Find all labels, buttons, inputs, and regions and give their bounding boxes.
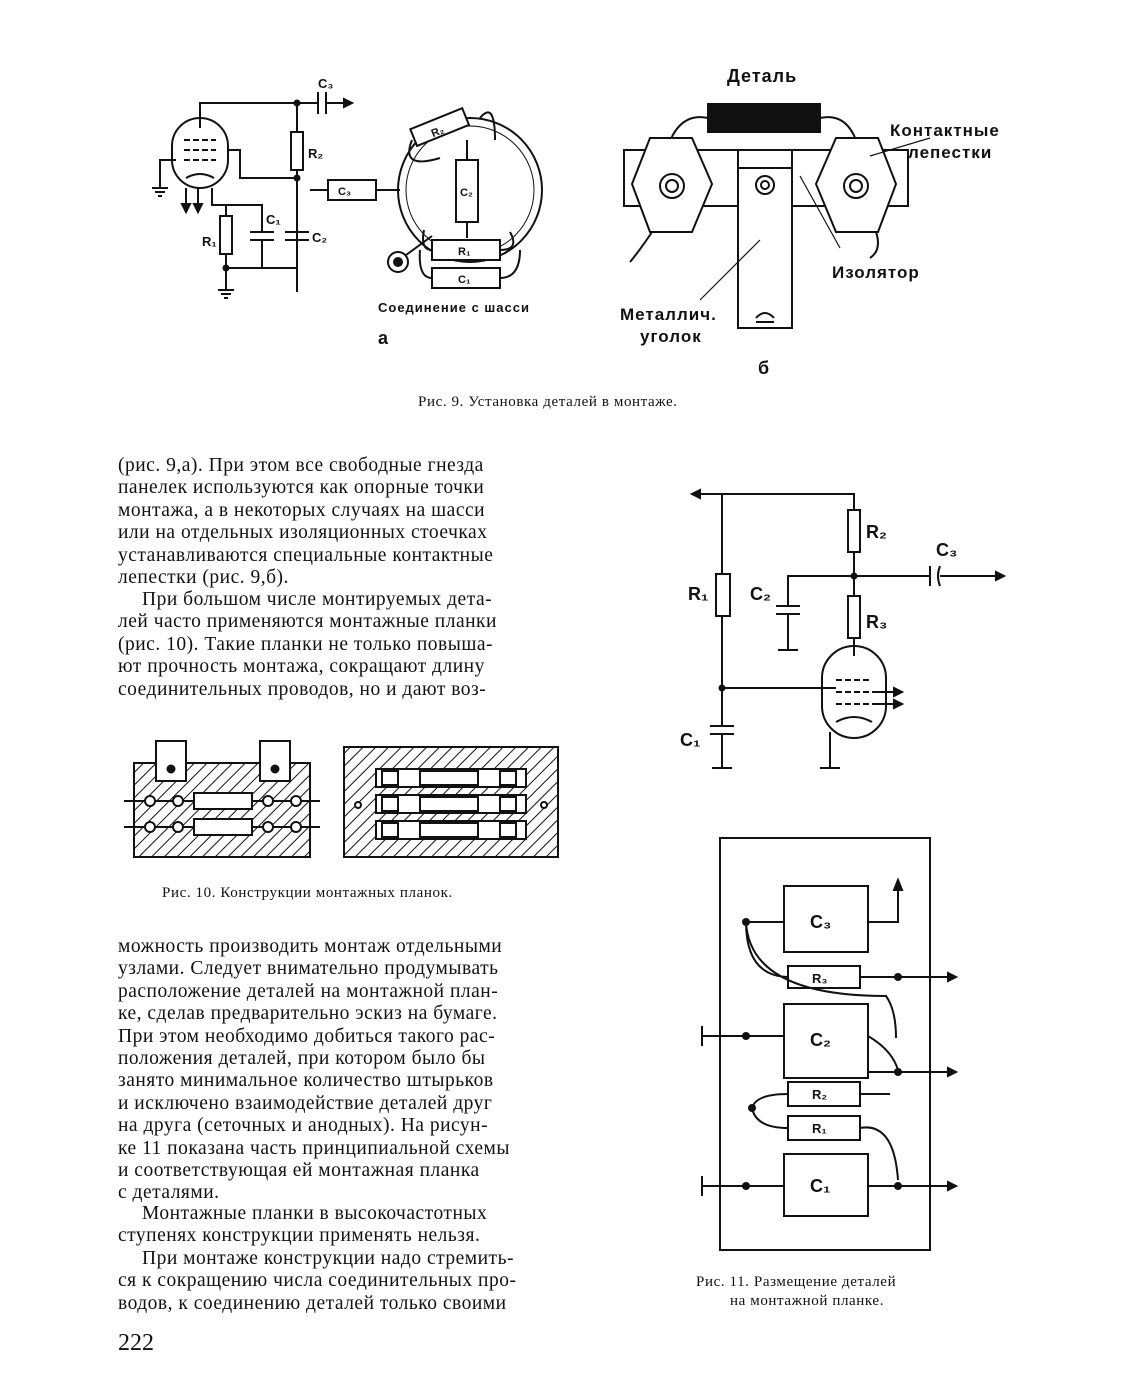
figure-11-schematic: R₁ C₂ R₂ R₃ C₃ C₁ [680, 488, 1007, 769]
text-line: При этом необходимо добиться такого рас- [118, 1025, 496, 1047]
label-lugs-1: Контактные [890, 121, 1000, 140]
board-label-r3: R₃ [812, 971, 827, 986]
mounting-strip-2 [343, 746, 559, 858]
label-r2: R₂ [308, 146, 323, 161]
paragraph-3: можность производить монтаж отдельными у… [118, 936, 573, 1205]
page-number: 222 [118, 1330, 154, 1356]
part-label-c2: C₂ [460, 187, 473, 199]
sch-label-c3: C₃ [936, 540, 957, 560]
board-label-c3: C₃ [810, 912, 831, 932]
label-bracket-2: уголок [640, 327, 702, 346]
part-label-r1: R₁ [458, 246, 471, 258]
label-r1: R₁ [202, 234, 217, 249]
sch-label-r2: R₂ [866, 522, 887, 542]
lug-left [630, 137, 714, 233]
metal-bracket [737, 151, 793, 329]
text-line: (рис. 10). Такие планки не только повыша… [118, 633, 494, 655]
text-line: ют прочность монтажа, сокращают длину [118, 656, 485, 678]
text-line: ступенях конструкции применять нельзя. [118, 1225, 481, 1247]
sch-label-r3: R₃ [866, 612, 887, 632]
r3-resistor [847, 595, 861, 639]
text-line: ке 11 показана часть принципиальной схем… [118, 1137, 510, 1159]
text-line: (рис. 9,а). При этом все свободные гнезд… [118, 455, 484, 476]
sch-label-c2: C₂ [750, 584, 771, 604]
figure-11-board: C₃ R₃ C₂ R₂ R₁ C₁ [701, 837, 959, 1251]
paragraph-1: (рис. 9,а). При этом все свободные гнезд… [118, 455, 573, 589]
board-c2 [783, 1003, 869, 1079]
mounting-strip-1 [124, 740, 320, 858]
fig9b-drawing [623, 103, 931, 329]
r1-resistor [715, 573, 731, 617]
paragraph-5: При монтаже конструкции надо стремить- с… [118, 1248, 573, 1315]
text-line: ке, сделав предварительно эскиз на бумаг… [118, 1003, 498, 1025]
label-lugs-2: лепестки [908, 143, 992, 162]
r2-part [408, 106, 471, 148]
lug-right [814, 137, 898, 233]
fig11-caption-line2: на монтажной планке. [730, 1293, 885, 1309]
text-line: узлами. Следует внимательно продумывать [118, 958, 499, 980]
sch-label-r1: R₁ [688, 584, 708, 604]
chassis-connection-label: Соединение с шасси [378, 300, 530, 315]
label-bracket-1: Металлич. [620, 305, 717, 324]
part-label-r2: R₂ [430, 124, 446, 140]
text-line: устанавливаются специальные контактные [118, 544, 494, 566]
text-line: монтажа, а в некоторых случаях на шасси [118, 499, 486, 521]
fig9a-socket [310, 106, 543, 289]
part-body [707, 103, 821, 133]
text-line: Монтажные планки в высокочастотных [142, 1203, 488, 1224]
label-insulator: Изолятор [832, 263, 920, 282]
chassis-lug [387, 251, 409, 273]
part-label-c3: C₃ [338, 186, 351, 198]
text-line: положения деталей, при котором было бы [118, 1048, 486, 1070]
text-line: с деталями. [118, 1182, 220, 1204]
paragraph-4: Монтажные планки в высокочастотных ступе… [118, 1203, 573, 1248]
c3-part [327, 179, 377, 201]
fig10-caption: Рис. 10. Конструкции монтажных планок. [162, 885, 453, 901]
text-line: панелек используются как опорные точки [118, 477, 485, 499]
text-line: лей часто применяются монтажные планки [118, 611, 497, 633]
fig9a-schematic [152, 92, 355, 299]
board-label-c2: C₂ [810, 1030, 831, 1050]
fig9a-labels: C₃ R₂ C₁ C₂ R₁ C₃ C₂ R₂ R₁ C₁ Соединение… [202, 76, 530, 348]
fig9a-sublabel: а [378, 328, 389, 348]
board-label-r1: R₁ [812, 1121, 827, 1136]
text-line: При монтаже конструкции надо стремить- [142, 1248, 514, 1269]
text-line: соединительных проводов, но и дают воз- [118, 678, 487, 700]
figure-9: C₃ R₂ C₁ C₂ R₁ C₃ C₂ R₂ R₁ C₁ Соединение… [152, 66, 1000, 378]
r2-resistor [847, 509, 861, 553]
mounting-board [719, 837, 931, 1251]
text-line: занято минимальное количество штырьков [118, 1070, 494, 1092]
fig11-caption-line1: Рис. 11. Размещение деталей [696, 1274, 897, 1290]
label-part: Деталь [727, 66, 797, 86]
vacuum-tube [171, 117, 229, 189]
text-line: При большом числе монтируемых дета- [142, 589, 493, 610]
text-line: или на отдельных изоляционных стоечках [118, 522, 488, 544]
board-label-c1: C₁ [810, 1176, 830, 1196]
text-line: и исключено взаимодействие деталей друг [118, 1092, 493, 1114]
text-line: ся к сокращению числа соединительных про… [118, 1270, 517, 1292]
fig9b-labels: Деталь Контактные лепестки Изолятор Мета… [620, 66, 1000, 378]
text-line: водов, к соединению деталей только своим… [118, 1292, 507, 1314]
figure-10 [124, 740, 559, 858]
text-line: расположение деталей на монтажной план- [118, 980, 499, 1002]
text-line: на друга (сеточных и анодных). На рисун- [118, 1115, 489, 1137]
fig9b-sublabel: б [758, 358, 769, 378]
text-line: можность производить монтаж отдельными [118, 936, 503, 957]
fig9-caption: Рис. 9. Установка деталей в монтаже. [418, 394, 678, 410]
label-c3: C₃ [318, 76, 333, 91]
label-c1: C₁ [266, 212, 281, 227]
board-c3 [783, 885, 869, 953]
paragraph-2: При большом числе монтируемых дета- лей … [118, 589, 573, 701]
text-line: лепестки (рис. 9,б). [118, 567, 289, 589]
label-c2: C₂ [312, 230, 327, 245]
board-label-r2: R₂ [812, 1087, 827, 1102]
sch-label-c1: C₁ [680, 730, 700, 750]
part-label-c1: C₁ [458, 274, 471, 286]
text-line: и соответствующая ей монтажная планка [118, 1160, 480, 1182]
